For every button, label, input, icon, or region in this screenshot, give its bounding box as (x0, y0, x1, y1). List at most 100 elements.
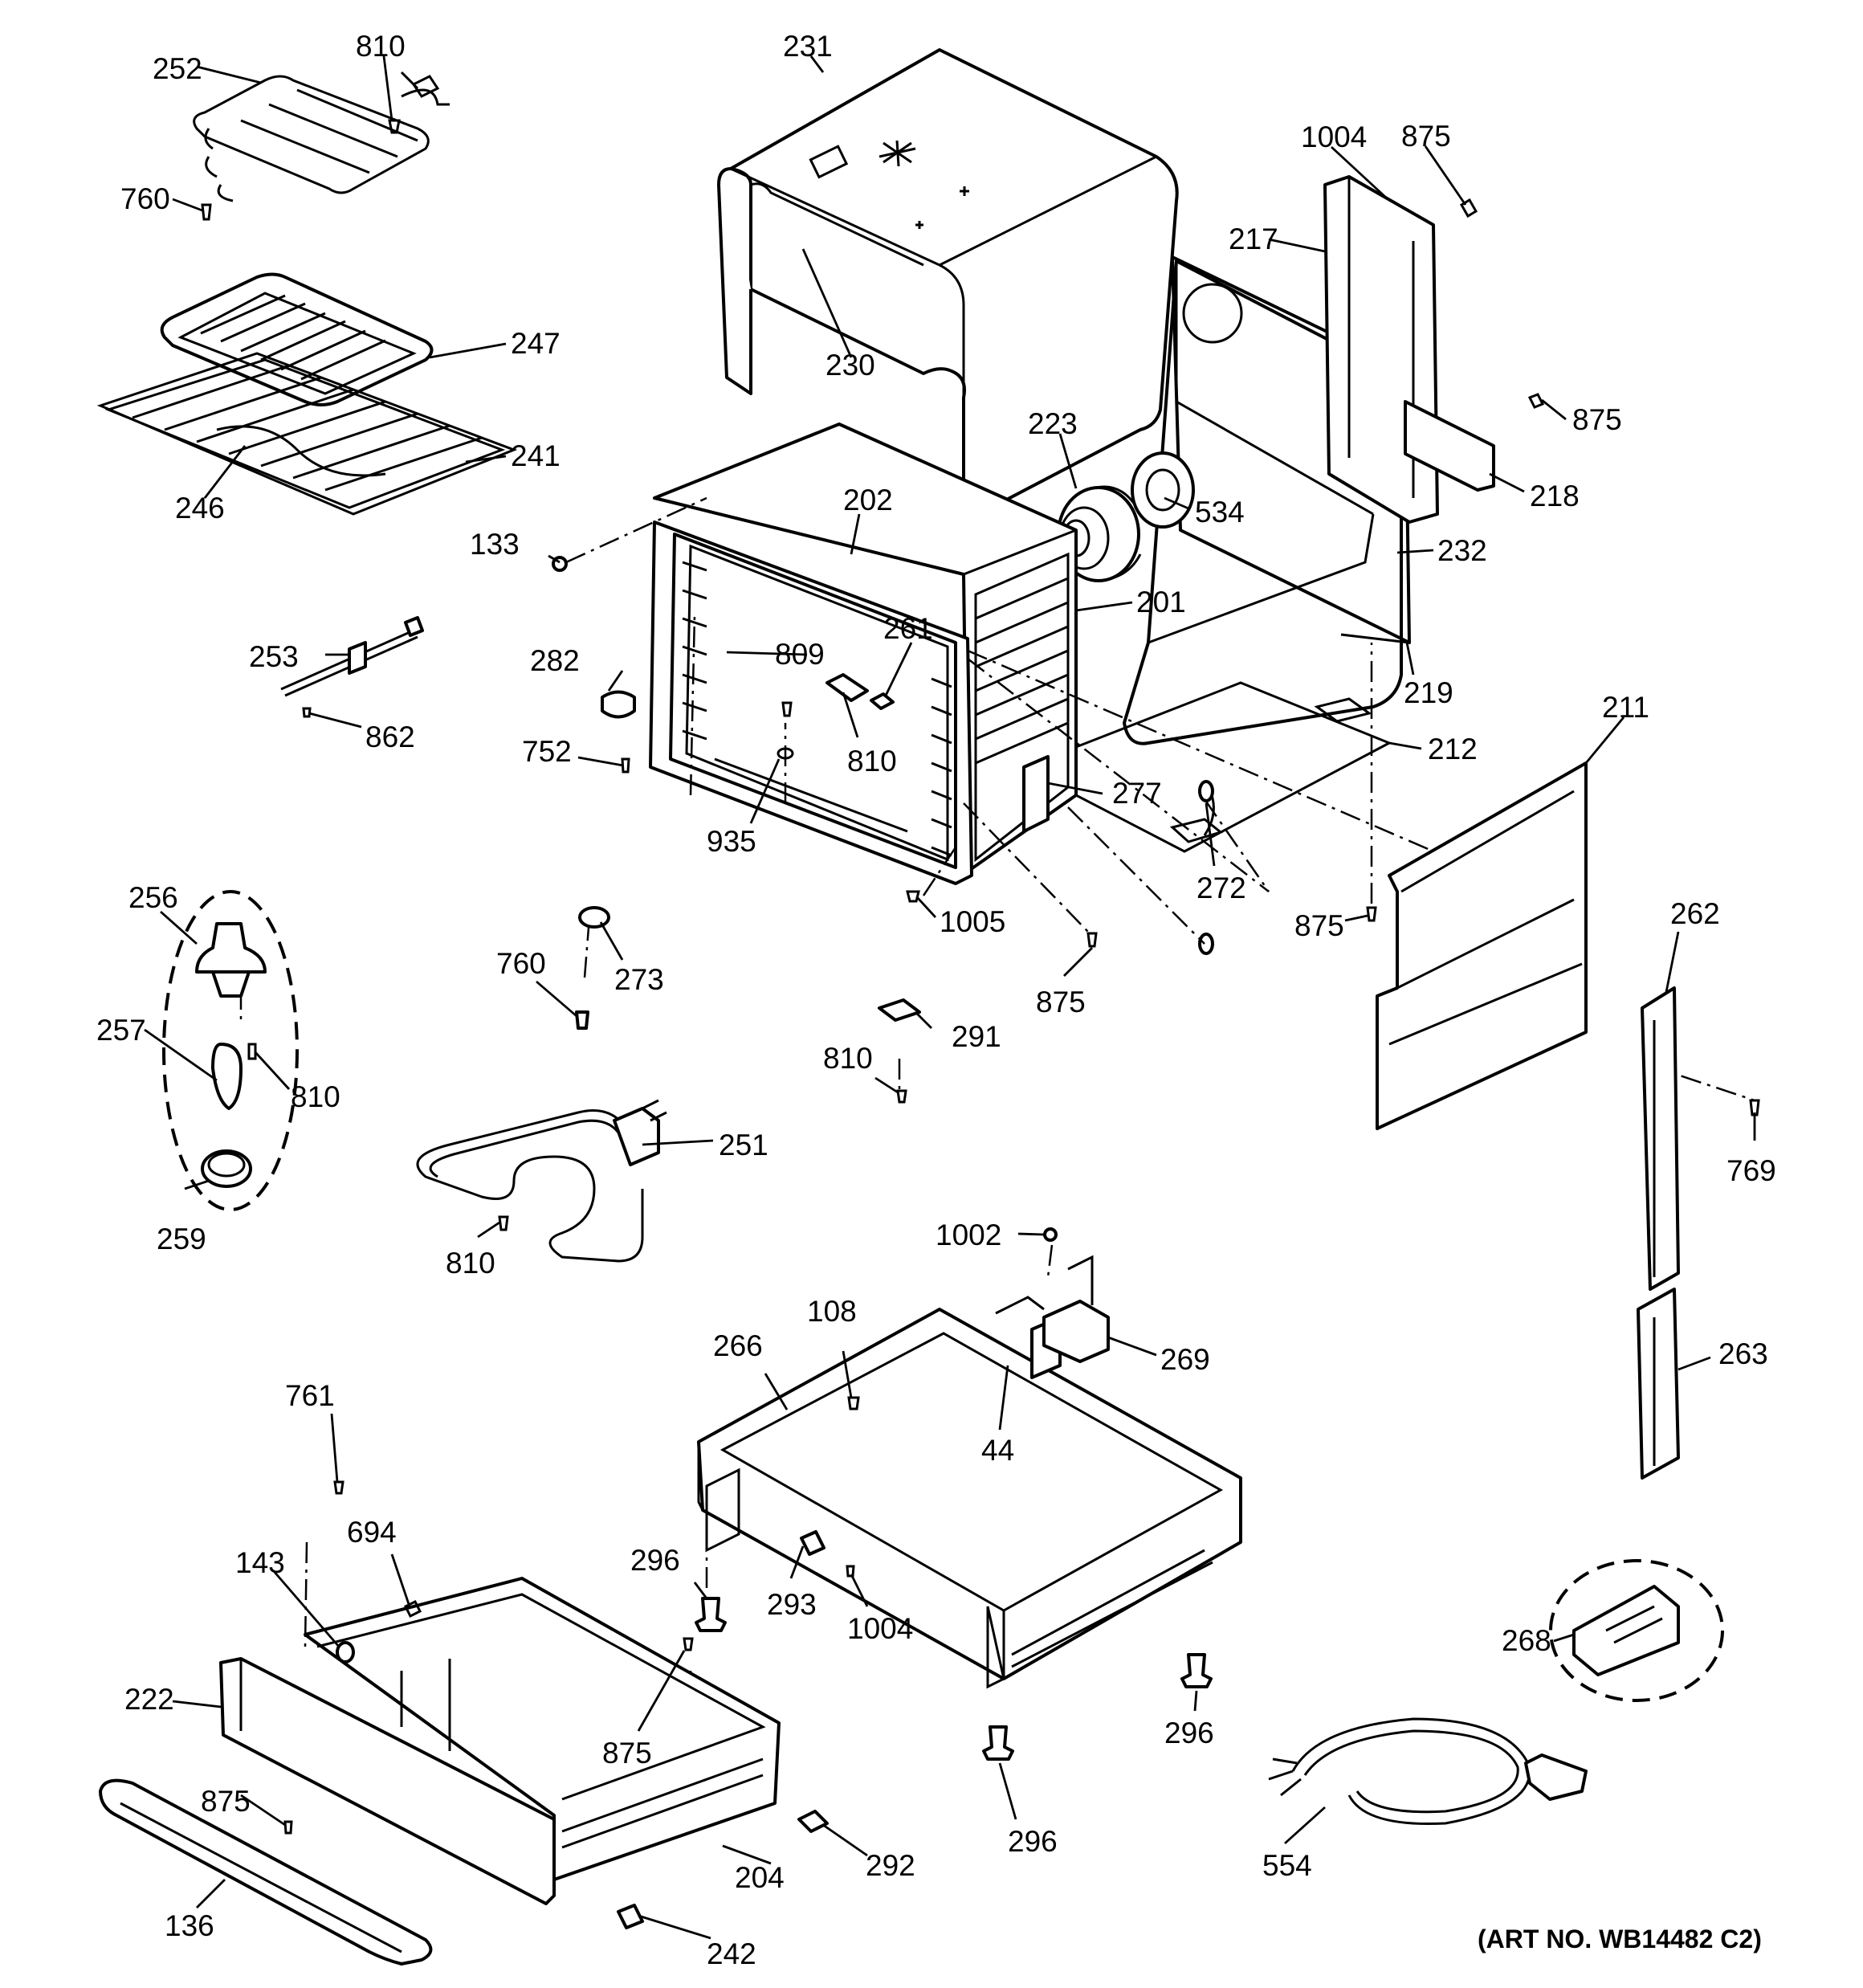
art-number: (ART NO. WB14482 C2) (1478, 1925, 1762, 1953)
label-218: 218 (1530, 480, 1580, 512)
screw-760a (201, 203, 212, 221)
drawer-chassis-266 (697, 1308, 1242, 1689)
oven-rack-241 (96, 352, 518, 516)
label-143: 143 (235, 1546, 285, 1579)
label-296: 296 (630, 1544, 680, 1577)
side-trim-262 (1641, 986, 1680, 1291)
leveling-leg-296c (982, 1725, 1014, 1761)
label-256: 256 (128, 881, 178, 914)
label-1004: 1004 (847, 1612, 913, 1645)
label-273: 273 (614, 963, 664, 996)
label-277: 277 (1112, 777, 1162, 810)
label-810: 810 (823, 1042, 873, 1075)
label-246: 246 (175, 492, 225, 525)
drawer-front-222 (219, 1657, 556, 1905)
label-875: 875 (602, 1737, 652, 1770)
label-217: 217 (1229, 222, 1278, 255)
label-752: 752 (522, 735, 572, 768)
label-534: 534 (1195, 496, 1245, 529)
screw-810e (498, 1215, 509, 1231)
label-769: 769 (1726, 1154, 1776, 1187)
label-875: 875 (201, 1785, 251, 1818)
label-862: 862 (365, 720, 415, 753)
label-231: 231 (783, 30, 833, 63)
leader-lines (144, 55, 1756, 1940)
sensor-253 (280, 616, 424, 697)
label-262: 262 (1670, 897, 1720, 930)
label-296: 296 (1008, 1825, 1058, 1858)
label-272: 272 (1196, 872, 1246, 904)
clip-293 (800, 1530, 826, 1556)
label-760: 760 (496, 947, 546, 980)
outer-case-231 (717, 48, 1179, 524)
label-266: 266 (713, 1329, 763, 1362)
light-assembly-256 (162, 890, 299, 1211)
label-247: 247 (511, 327, 561, 360)
label-223: 223 (1028, 407, 1078, 440)
label-875: 875 (1294, 909, 1344, 942)
broil-element-252 (193, 71, 450, 202)
label-108: 108 (807, 1295, 857, 1328)
screw-1002 (1043, 1227, 1058, 1242)
label-222: 222 (124, 1683, 174, 1716)
label-257: 257 (96, 1014, 146, 1047)
label-296: 296 (1164, 1717, 1214, 1749)
label-810: 810 (356, 30, 406, 63)
fan-blade-534 (1131, 451, 1195, 529)
label-133: 133 (470, 528, 520, 561)
glide-143 (336, 1641, 355, 1663)
screw-875b (1527, 393, 1545, 409)
power-cord-554 (1268, 1717, 1588, 1826)
label-219: 219 (1404, 676, 1453, 709)
screw-875e (283, 1820, 293, 1835)
rear-panel-217 (1323, 175, 1439, 524)
label-293: 293 (767, 1588, 817, 1621)
label-252: 252 (153, 52, 202, 85)
drawer-handle-136 (99, 1778, 433, 1966)
screw-875a (1459, 198, 1478, 218)
broil-pan-247 (160, 272, 434, 406)
label-269: 269 (1160, 1343, 1210, 1376)
label-263: 263 (1718, 1337, 1768, 1370)
clip-291 (878, 998, 921, 1022)
screw-1005 (906, 890, 920, 903)
label-136: 136 (165, 1909, 214, 1942)
label-212: 212 (1428, 733, 1478, 765)
grommet-272 (1198, 780, 1214, 955)
light-socket-282 (601, 690, 636, 719)
label-211: 211 (1602, 691, 1649, 724)
label-810: 810 (291, 1080, 340, 1113)
label-1004: 1004 (1301, 120, 1367, 153)
bracket-273 (578, 906, 610, 929)
clip-292 (797, 1810, 829, 1833)
label-694: 694 (347, 1516, 397, 1549)
screw-108 (847, 1396, 860, 1410)
label-232: 232 (1437, 534, 1487, 567)
label-875: 875 (1036, 986, 1086, 1018)
label-875: 875 (1572, 403, 1622, 436)
label-241: 241 (511, 439, 561, 472)
label-251: 251 (719, 1129, 768, 1161)
label-201: 201 (1136, 586, 1186, 618)
label-259: 259 (157, 1223, 206, 1255)
label-268: 268 (1502, 1624, 1551, 1657)
hinge-277 (1022, 755, 1050, 833)
label-282: 282 (530, 644, 580, 677)
label-761: 761 (285, 1379, 335, 1412)
label-204: 204 (735, 1861, 785, 1894)
label-935: 935 (707, 825, 756, 858)
label-292: 292 (866, 1849, 915, 1882)
leveling-leg-296b (1180, 1653, 1213, 1688)
drawer-body-204 (304, 1577, 781, 1881)
label-242: 242 (707, 1937, 756, 1970)
label-202: 202 (843, 484, 893, 516)
oven-front-frame-202 (649, 520, 973, 885)
label-230: 230 (826, 349, 875, 382)
screw-862 (302, 707, 312, 718)
label-1005: 1005 (940, 905, 1005, 938)
fan-motor-223 (1057, 485, 1142, 582)
part-labels: 252 810 760 247 241 246 231 230 223 534 … (96, 30, 1776, 1970)
screw-875d (1086, 932, 1098, 948)
bracket-44 (995, 1296, 1045, 1315)
